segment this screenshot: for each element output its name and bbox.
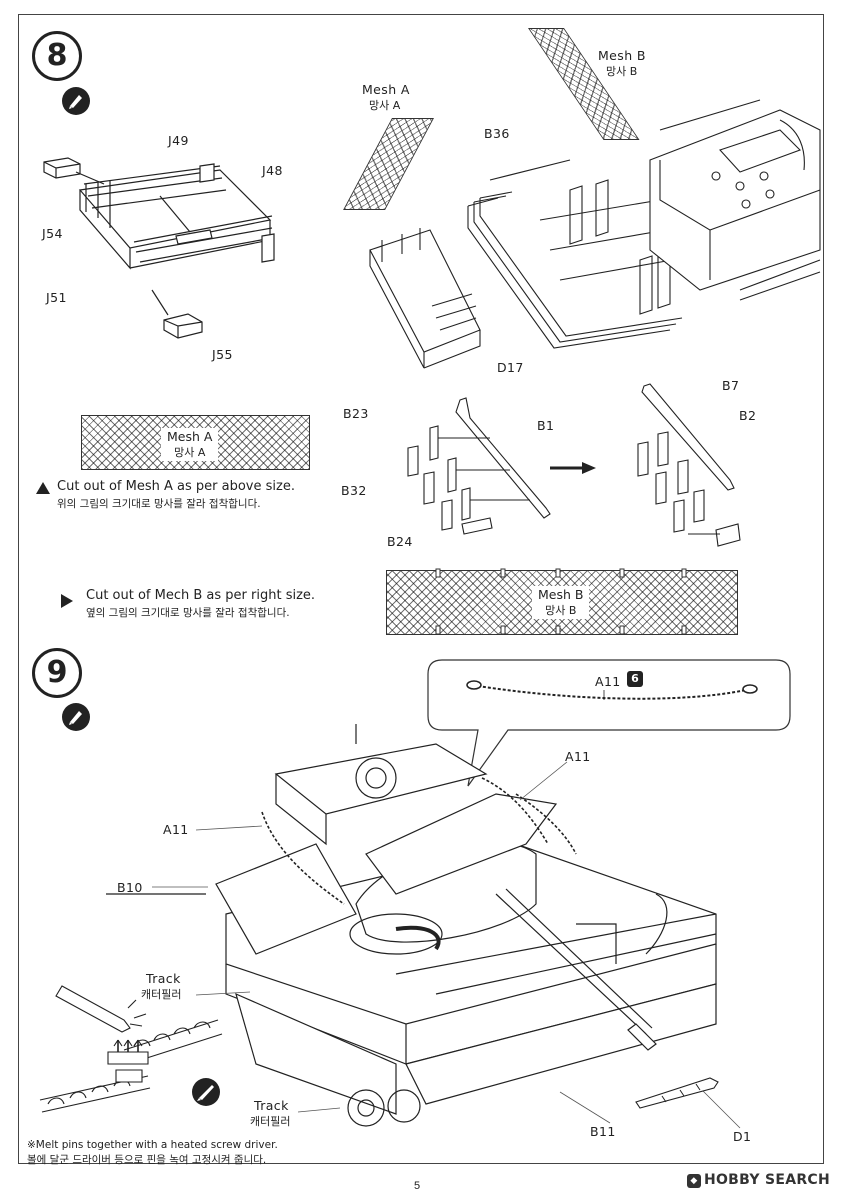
label-track-lower-ko: 캐터필러 xyxy=(250,1115,291,1128)
label-b24: B24 xyxy=(387,534,413,549)
label-b1: B1 xyxy=(537,418,555,433)
triangle-up-icon xyxy=(36,482,50,494)
hobby-knife-icon xyxy=(192,1078,220,1106)
watermark-icon: ◆ xyxy=(686,1174,701,1188)
label-a11-left: A11 xyxy=(163,822,189,837)
mesh-b-note: Cut out of Mech B as per right size. 옆의 … xyxy=(86,588,315,620)
step-8-number: 8 xyxy=(32,31,82,81)
arrow-right-icon xyxy=(550,462,596,474)
mesh-b-template-label: Mesh B 망사 B xyxy=(532,586,590,619)
rear-rack-drawing xyxy=(369,99,821,369)
mesh-a-template-ko: 망사 A xyxy=(174,446,206,459)
part-d1-drawing xyxy=(635,1077,719,1109)
mesh-b-note-en: Cut out of Mech B as per right size. xyxy=(86,588,316,603)
mesh-a-template: Mesh A 망사 A xyxy=(81,415,310,470)
label-a11-top: A11 xyxy=(565,749,591,764)
mesh-a-note: Cut out of Mesh A as per above size. 위의 … xyxy=(57,479,295,511)
label-track-upper: Track xyxy=(146,971,181,986)
mesh-b-template: Mesh B 망사 B xyxy=(386,570,738,635)
label-j51: J51 xyxy=(46,290,67,305)
label-b32: B32 xyxy=(341,483,367,498)
label-track-lower: Track xyxy=(254,1098,289,1113)
track-melt-detail xyxy=(39,985,223,1113)
mesh-b-template-ko: 망사 B xyxy=(545,604,577,617)
label-j48: J48 xyxy=(262,163,283,178)
footnote-ko: 볼에 달군 드라이버 등으로 핀을 녹여 고정시켜 줍니다. xyxy=(27,1154,267,1166)
part-sprue-badge: 6 xyxy=(631,672,639,685)
label-mesh-b: Mesh B xyxy=(598,48,646,63)
label-d17: D17 xyxy=(497,360,524,375)
label-b11: B11 xyxy=(590,1124,616,1139)
mesh-b-template-en: Mesh B xyxy=(538,587,584,602)
watermark: ◆HOBBY SEARCH xyxy=(686,1172,830,1188)
glue-icon xyxy=(62,703,90,731)
label-b2: B2 xyxy=(739,408,757,423)
a11-detail-callout xyxy=(427,659,791,787)
footnote-en: ※Melt pins together with a heated screw … xyxy=(27,1139,278,1151)
mesh-b-note-ko: 옆의 그림의 크기대로 망사를 잘라 접착합니다. xyxy=(86,607,290,619)
watermark-text: HOBBY SEARCH xyxy=(703,1172,830,1188)
label-d1: D1 xyxy=(733,1129,752,1144)
glue-icon xyxy=(62,87,90,115)
mesh-a-note-en: Cut out of Mesh A as per above size. xyxy=(57,479,295,494)
step-9-number: 9 xyxy=(32,648,82,698)
label-j49: J49 xyxy=(168,133,189,148)
label-track-upper-ko: 캐터필러 xyxy=(141,988,182,1001)
page-number: 5 xyxy=(414,1180,421,1192)
mesh-a-template-label: Mesh A 망사 A xyxy=(161,428,219,461)
triangle-right-icon xyxy=(61,594,73,608)
footnote: ※Melt pins together with a heated screw … xyxy=(27,1138,278,1168)
label-b23: B23 xyxy=(343,406,369,421)
tank-hull-drawing xyxy=(106,724,717,1127)
label-b10: B10 xyxy=(117,880,143,895)
label-b7: B7 xyxy=(722,378,740,393)
label-mesh-a-ko: 망사 A xyxy=(369,99,401,112)
label-mesh-b-ko: 망사 B xyxy=(606,65,638,78)
label-b36: B36 xyxy=(484,126,510,141)
part-sprue-badge-icon: 6 xyxy=(627,671,643,687)
mesh-a-note-ko: 위의 그림의 크기대로 망사를 잘라 접착합니다. xyxy=(57,498,261,510)
label-j55: J55 xyxy=(212,347,233,362)
b-parts-assembled-drawing xyxy=(637,383,741,547)
label-mesh-a: Mesh A xyxy=(362,82,410,97)
page-frame xyxy=(18,14,824,1164)
label-a11-detail: A11 xyxy=(595,674,621,689)
mesh-b-notches xyxy=(435,568,687,635)
mesh-a-template-en: Mesh A xyxy=(167,429,213,444)
b-parts-drawing xyxy=(407,397,551,535)
sponson-rack-drawing xyxy=(43,157,275,339)
label-j54: J54 xyxy=(42,226,63,241)
